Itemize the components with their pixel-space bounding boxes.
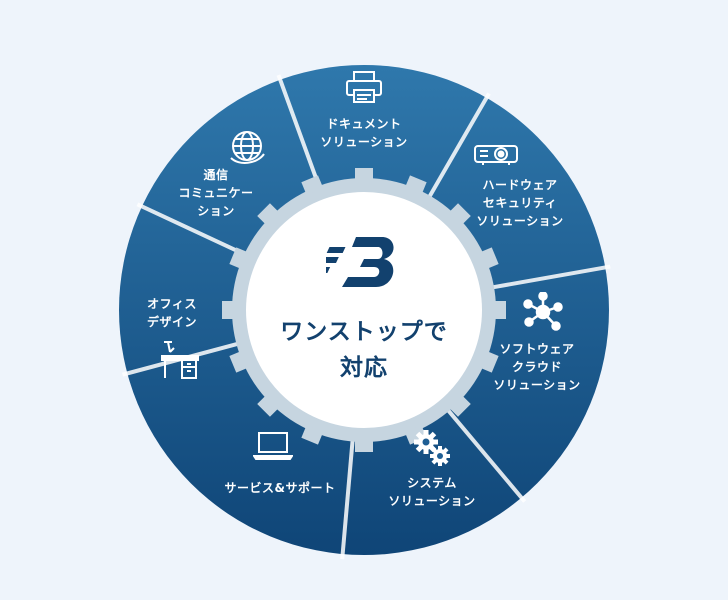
center-title: ワンストップで 対応 xyxy=(280,319,448,381)
laptop-icon xyxy=(253,432,293,460)
gear-tooth xyxy=(355,168,373,182)
segment-divider xyxy=(481,264,611,292)
company-logo-icon xyxy=(326,237,394,287)
gear-tooth xyxy=(492,301,506,319)
gear-tooth xyxy=(478,350,499,373)
segment-label-document: ドキュメント ソリューション xyxy=(320,117,408,149)
gear-tooth xyxy=(257,394,280,417)
gear-tooth xyxy=(301,424,324,445)
segment-label-software: ソフトウェア クラウド ソリューション xyxy=(493,342,581,392)
segment-dividers xyxy=(122,74,611,560)
segment-label-hardware: ハードウェア セキュリティ ソリューション xyxy=(476,178,564,228)
printer-icon xyxy=(346,71,382,103)
gear-tooth xyxy=(229,350,250,373)
segment-label-system: システム ソリューション xyxy=(388,476,476,508)
segment-label-office: オフィス デザイン xyxy=(146,297,198,329)
network-icon xyxy=(523,292,563,331)
segment-label-service: サービス&サポート xyxy=(224,481,336,495)
gear-tooth xyxy=(448,394,471,417)
center-circle xyxy=(246,192,482,428)
segment-divider xyxy=(340,429,356,560)
gear-tooth xyxy=(229,247,250,270)
gear-tooth xyxy=(301,175,324,196)
desk-icon xyxy=(161,341,199,379)
segment-divider xyxy=(422,92,491,208)
gear-tooth xyxy=(257,203,280,226)
gear-tooth xyxy=(478,247,499,270)
gear-tooth xyxy=(404,175,427,196)
gear-tooth xyxy=(448,203,471,226)
segment-label-communication: 通信 コミュニケー ション xyxy=(178,168,254,218)
gear-tooth xyxy=(222,301,236,319)
segment-divider xyxy=(439,400,527,503)
projector-icon xyxy=(474,145,518,165)
gear-tooth xyxy=(355,438,373,452)
gears-icon xyxy=(414,430,450,466)
globe-icon xyxy=(230,131,265,164)
